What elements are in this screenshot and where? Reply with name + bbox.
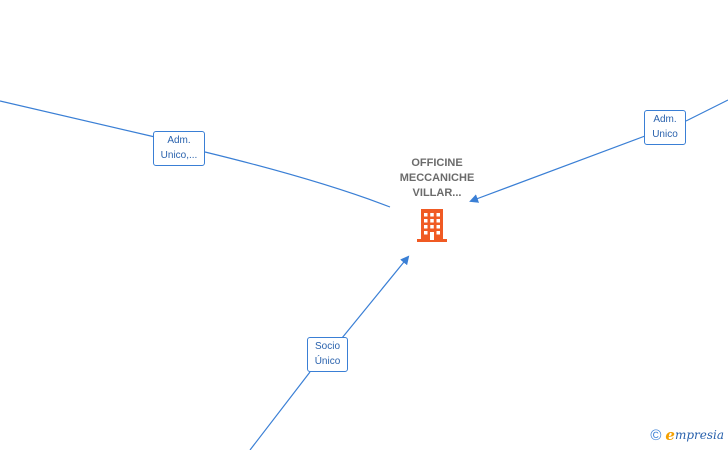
building-icon[interactable] [415,207,449,243]
edge-adm-unico-right [471,99,728,201]
edge-socio-unico-bottom [249,257,408,450]
edge-adm-unico-left [0,100,391,208]
relation-label-socio-unico[interactable]: Socio Único [307,337,348,372]
relation-label-adm-unico-left[interactable]: Adm. Unico,... [153,131,205,166]
empresia-watermark: © e mpresia [650,426,724,444]
relation-label-adm-unico-right[interactable]: Adm. Unico [644,110,686,145]
brand-logo-text: mpresia [674,428,724,442]
company-name[interactable]: OFFICINE MECCANICHE VILLAR... [399,157,475,199]
brand-logo-e: e [665,426,675,444]
copyright-symbol: © [650,426,662,444]
